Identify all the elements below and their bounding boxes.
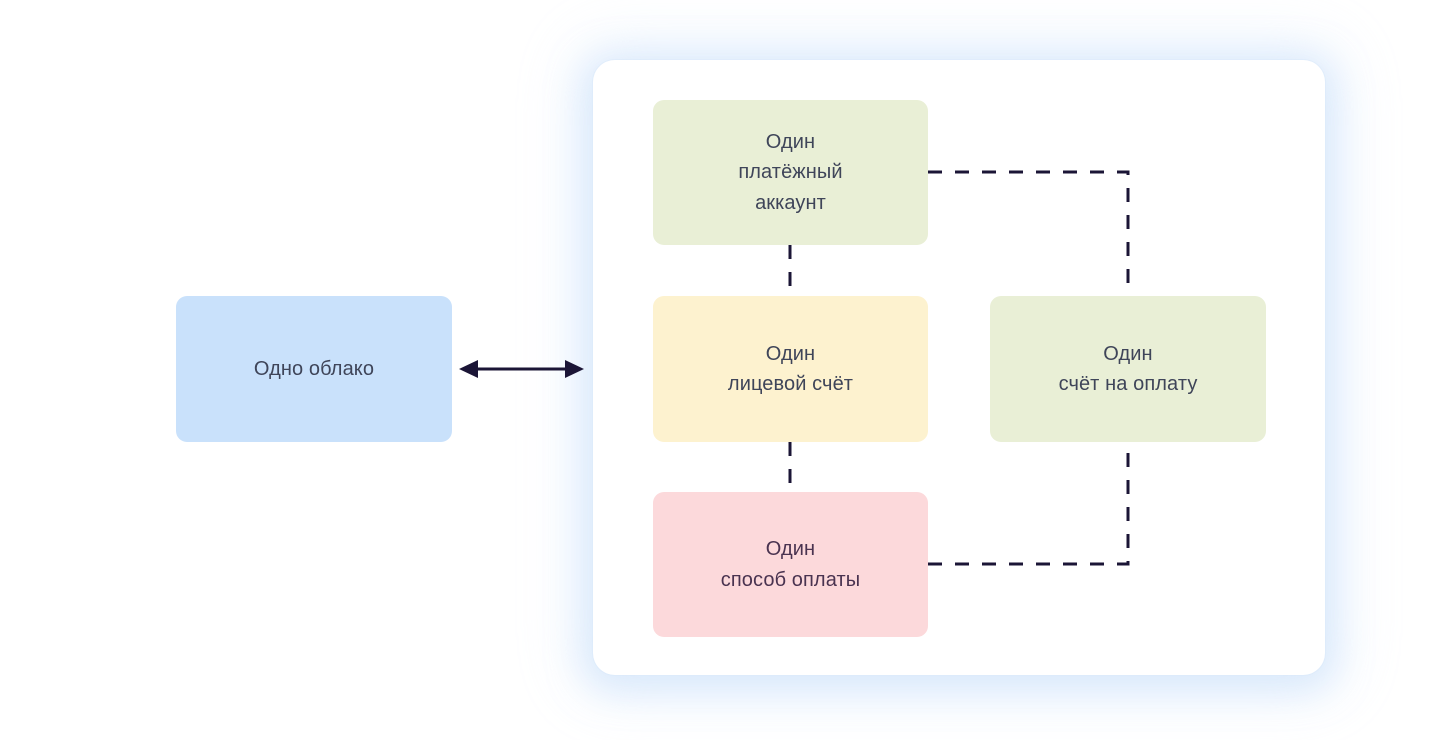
node-personal-account: Один лицевой счёт xyxy=(653,296,928,442)
node-payment-account: Один платёжный аккаунт xyxy=(653,100,928,245)
node-payment-method: Один способ оплаты xyxy=(653,492,928,637)
node-cloud: Одно облако xyxy=(176,296,452,442)
connector-cloud-to-panel xyxy=(459,360,584,378)
node-invoice: Один счёт на оплату xyxy=(990,296,1266,442)
